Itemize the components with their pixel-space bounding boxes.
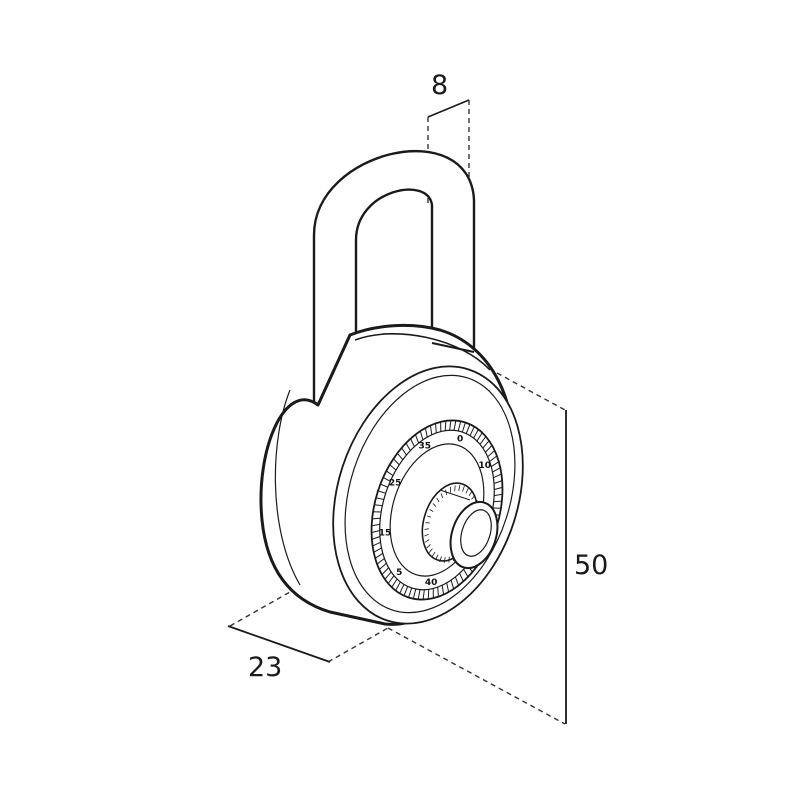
dial-tick [438, 587, 439, 597]
overall-height-label: 50 [574, 552, 608, 579]
dial-number: 10 [478, 461, 491, 471]
dial-tick [436, 423, 437, 433]
dial-number: 25 [389, 479, 402, 489]
dial-tick [445, 421, 446, 431]
dial-tick [494, 501, 502, 502]
shackle-diameter-label: 8 [431, 72, 448, 99]
dial-tick [372, 518, 380, 519]
dial-number: 15 [379, 529, 392, 539]
body-depth-label: 23 [248, 654, 282, 681]
dial-number: 0 [457, 435, 463, 445]
dial-number: 35 [419, 442, 432, 452]
dial-tick [428, 589, 429, 599]
dial-number: 40 [425, 578, 438, 588]
dial-number: 5 [396, 568, 402, 578]
